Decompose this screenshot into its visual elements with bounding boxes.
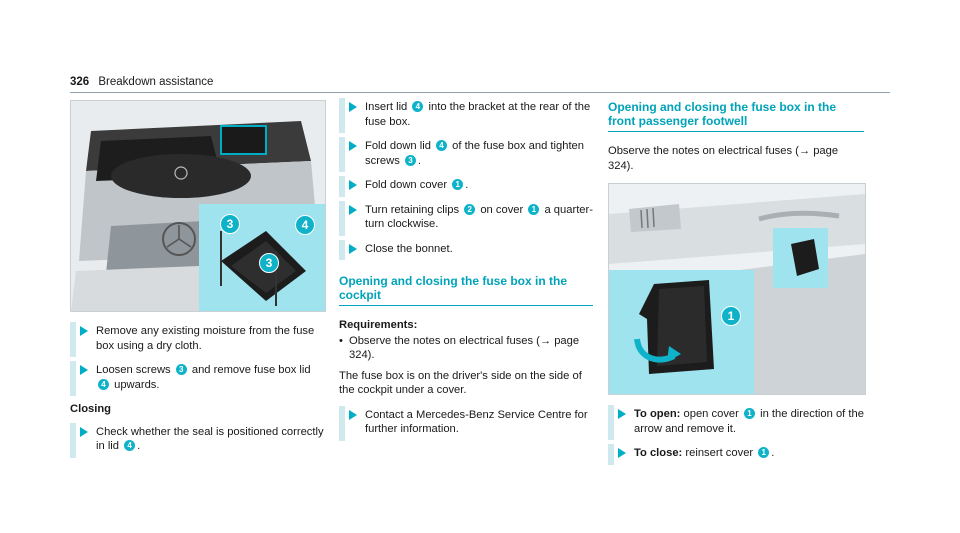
step-close-bonnet: Close the bonnet.: [339, 239, 593, 260]
step-text: a quarter-turn clockwise.: [365, 203, 593, 231]
step-arrow-icon: [80, 426, 88, 437]
step-text: Remove any existing moisture from the fu…: [96, 325, 315, 352]
step-text: into the bracket at the rear of the fuse…: [365, 101, 591, 128]
marker-4: 4: [412, 101, 424, 112]
marker-1: 1: [452, 179, 464, 190]
step-fold-cover: Fold down cover 1.: [339, 176, 593, 196]
step-text: .: [465, 179, 469, 191]
cockpit-paragraph: The fuse box is on the driver's side on …: [339, 369, 582, 397]
page-number: 326: [70, 76, 90, 88]
step-text: reinsert cover: [685, 447, 754, 459]
step-text: Turn retaining clips: [365, 203, 460, 216]
closing-heading: Closing: [70, 403, 112, 415]
step-arrow-icon: [618, 409, 626, 419]
step-to-open: To open: open cover 1 in the direction o…: [608, 405, 864, 440]
column-left: 3 4 3 Remove any existing moisture from …: [70, 100, 326, 464]
step-text: Fold down cover: [365, 179, 448, 191]
marker-3: 3: [404, 154, 416, 166]
marker-1: 1: [528, 203, 540, 215]
step-to-close: To close: reinsert cover 1.: [608, 444, 864, 464]
step-arrow-icon: [349, 243, 357, 254]
requirement-item: Observe the notes on electrical fuses (→…: [339, 334, 593, 363]
engine-compartment-figure: 3 4 3: [70, 100, 326, 312]
figure-marker-3a: 3: [220, 214, 240, 234]
step-arrow-icon: [618, 448, 626, 458]
step-label: To close:: [634, 447, 683, 459]
engine-compartment-illustration: [71, 101, 325, 311]
step-text: of the fuse box and tighten screws: [365, 140, 585, 167]
step-arrow-icon: [349, 204, 357, 215]
marker-2: 2: [464, 203, 476, 215]
marker-4: 4: [436, 140, 448, 151]
step-text: Insert lid: [365, 101, 408, 113]
step-text: on cover: [480, 203, 524, 216]
step-contact-service: Contact a Mercedes-Benz Service Centre f…: [339, 405, 593, 441]
step-check-seal: Check whether the seal is positioned cor…: [70, 422, 324, 458]
marker-4: 4: [124, 440, 136, 451]
step-remove-moisture: Remove any existing moisture from the fu…: [70, 322, 324, 357]
footwell-illustration: [609, 184, 865, 394]
marker-3: 3: [175, 364, 187, 375]
footwell-section-heading: Opening and closing the fuse box in the …: [608, 100, 864, 132]
step-arrow-icon: [349, 409, 357, 420]
step-text: and remove fuse box lid: [191, 364, 311, 376]
figure-marker-1: 1: [721, 306, 741, 326]
marker-4: 4: [98, 378, 109, 390]
step-text: open cover: [683, 408, 739, 420]
step-text: Contact a Mercedes-Benz Service Centre f…: [365, 408, 588, 436]
step-arrow-icon: [80, 326, 88, 336]
step-insert-lid: Insert lid 4 into the bracket at the rea…: [339, 98, 593, 133]
marker-1: 1: [743, 408, 755, 419]
step-arrow-icon: [349, 141, 357, 151]
column-middle: Insert lid 4 into the bracket at the rea…: [339, 98, 593, 447]
requirement-text: Observe the notes on electrical fuses (→…: [349, 334, 580, 362]
step-arrow-icon: [80, 365, 88, 375]
page-header: 326 Breakdown assistance: [70, 76, 213, 88]
footwell-figure: 1: [608, 183, 866, 395]
step-text: upwards.: [114, 378, 160, 391]
step-loosen-screws: Loosen screws 3 and remove fuse box lid …: [70, 361, 324, 396]
column-right: Opening and closing the fuse box in the …: [608, 100, 866, 471]
figure-marker-3b: 3: [259, 253, 279, 273]
figure-marker-4: 4: [295, 215, 315, 235]
marker-1: 1: [758, 447, 770, 458]
step-arrow-icon: [349, 180, 357, 190]
step-label: To open:: [634, 408, 681, 420]
step-fold-lid: Fold down lid 4 of the fuse box and tigh…: [339, 137, 593, 172]
footwell-intro: Observe the notes on electrical fuses (→…: [608, 145, 839, 172]
step-text: Close the bonnet.: [365, 242, 453, 255]
requirements-heading: Requirements:: [339, 319, 418, 331]
step-text: in the direction of the arrow and remove…: [634, 408, 864, 435]
page-title: Breakdown assistance: [98, 76, 214, 88]
header-divider: [70, 92, 890, 93]
step-arrow-icon: [349, 102, 357, 112]
step-turn-clips: Turn retaining clips 2 on cover 1 a quar…: [339, 200, 593, 236]
step-text: .: [771, 447, 775, 459]
step-text: Fold down lid: [365, 140, 431, 152]
step-text: Check whether the seal is positioned cor…: [96, 425, 324, 453]
step-text: Loosen screws: [96, 364, 171, 376]
step-text: .: [137, 440, 141, 452]
step-text: .: [417, 154, 422, 167]
cockpit-section-heading: Opening and closing the fuse box in the …: [339, 274, 593, 306]
